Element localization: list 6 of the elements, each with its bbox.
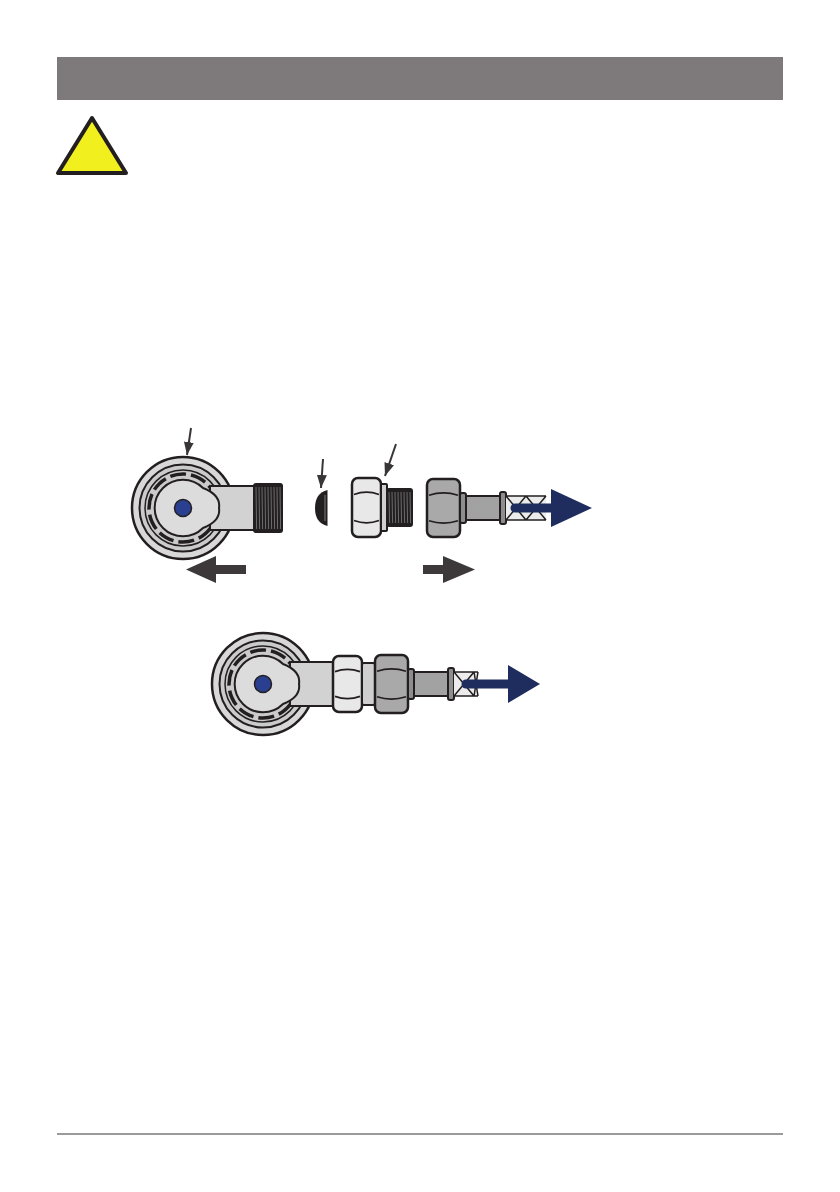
leader-arrow	[384, 443, 397, 477]
gasket-drawing	[313, 488, 329, 528]
angle-valve-drawing	[130, 455, 285, 561]
leader-arrow	[183, 427, 194, 456]
adapter-drawing	[350, 476, 415, 539]
leader-arrow	[316, 458, 327, 489]
